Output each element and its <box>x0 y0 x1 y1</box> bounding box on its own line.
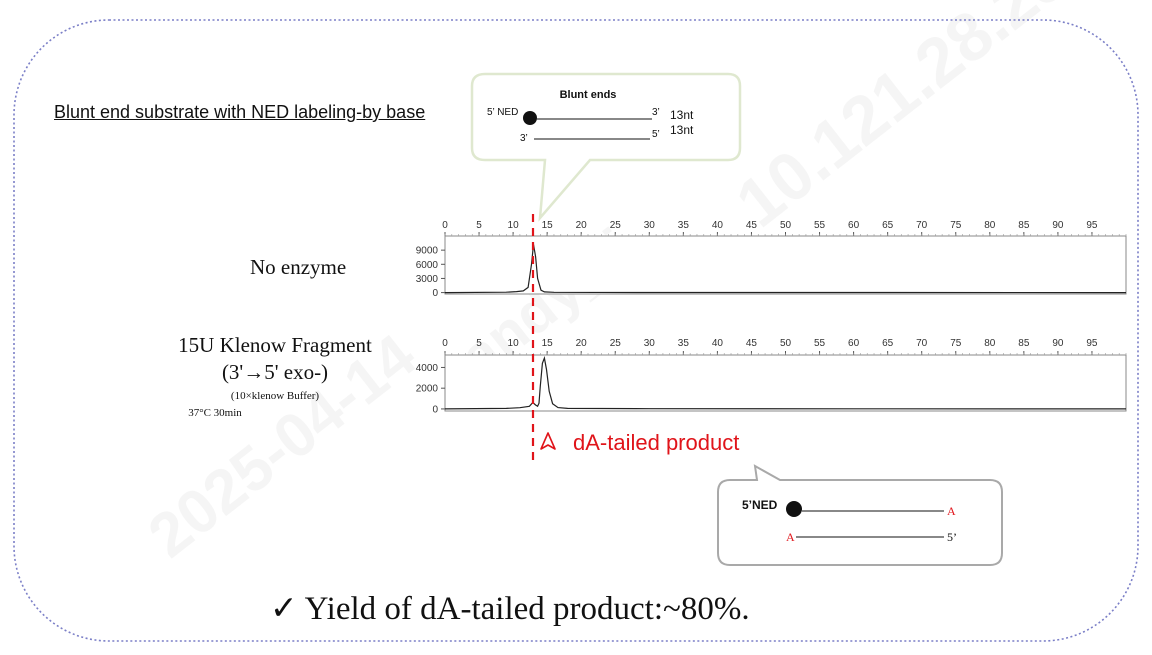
chart2-x-tick-label: 45 <box>746 338 758 349</box>
chart1-x-tick-label: 90 <box>1052 220 1064 231</box>
product-arrow-icon <box>540 432 556 450</box>
dA-tailed-product-label: dA-tailed product <box>573 430 740 455</box>
chart2-trace <box>444 355 1127 410</box>
chart1-x-tick-label: 70 <box>916 220 928 231</box>
ned-label-dot <box>523 111 537 125</box>
chart2-x-tick-label: 50 <box>780 338 792 349</box>
product-bottom-5prime: 5’ <box>947 530 957 544</box>
chart2-x-tick-label: 20 <box>576 338 588 349</box>
chart1-x-tick-label: 0 <box>442 220 448 231</box>
chart1-x-tick-label: 15 <box>542 220 554 231</box>
chart2-x-tick-label: 30 <box>644 338 656 349</box>
chart1-x-tick-label: 85 <box>1018 220 1030 231</box>
slide-frame <box>13 19 1139 642</box>
chart2-x-axis: 0 5 10 15 20 25 30 35 40 45 50 55 60 65 70 75 80 85 90 95 <box>442 338 1127 355</box>
chart1-x-tick-label: 60 <box>848 220 860 231</box>
product-ned-dot <box>786 501 802 517</box>
chromatogram-no-enzyme: 0 5 10 15 20 25 30 35 40 45 50 55 60 65 70 75 80 85 90 95 0… <box>416 220 1127 299</box>
chart1-x-tick-label: 10 <box>508 220 520 231</box>
chart1-x-axis: 0 5 10 15 20 25 30 35 40 45 50 55 60 65 70 75 80 85 90 95 <box>442 220 1127 236</box>
bottom-strand-5prime: 5’ <box>652 129 660 140</box>
chart1-x-tick-label: 50 <box>780 220 792 231</box>
chart2-x-tick-label: 60 <box>848 338 860 349</box>
chart2-x-tick-label: 65 <box>882 338 894 349</box>
klenow-condition-block: 15U Klenow Fragment (3'→5' exo-) (10×kle… <box>150 332 400 420</box>
chart2-x-tick-label: 15 <box>542 338 554 349</box>
chart2-y-axis: 0 2000 4000 <box>416 363 445 415</box>
chart2-x-tick-label: 35 <box>678 338 690 349</box>
chart2-x-tick-label: 95 <box>1086 338 1098 349</box>
chart1-x-tick-label: 20 <box>576 220 588 231</box>
chart1-x-tick-label: 80 <box>984 220 996 231</box>
chart2-x-tick-label: 90 <box>1052 338 1064 349</box>
klenow-buffer: (10×klenow Buffer) <box>230 390 320 402</box>
chart1-y-tick-label: 6000 <box>416 260 439 271</box>
chart1-x-tick-label: 75 <box>950 220 962 231</box>
chart1-x-tick-label: 40 <box>712 220 724 231</box>
klenow-temperature: 37°C 30min <box>188 407 242 419</box>
blunt-ends-callout: Blunt ends 5’ NED 3’ 13nt 3’ 5’ 13nt <box>470 72 742 222</box>
product-top-a-overhang: A <box>947 504 956 518</box>
chart1-x-tick-label: 55 <box>814 220 826 231</box>
blunt-ends-title: Blunt ends <box>560 89 617 101</box>
chart2-x-tick-label: 85 <box>1018 338 1030 349</box>
chart1-frame <box>444 235 1127 295</box>
chart2-frame <box>444 354 1127 412</box>
product-ned-label: 5’NED <box>742 498 778 512</box>
chart2-x-tick-label: 40 <box>712 338 724 349</box>
svg-text:10.121.28.230: 10.121.28.230 <box>722 0 1111 242</box>
chart1-trace <box>444 244 1127 294</box>
chart2-x-tick-label: 10 <box>508 338 520 349</box>
chart2-y-tick-label: 0 <box>432 404 438 415</box>
chart2-y-tick-label: 4000 <box>416 363 439 374</box>
chart1-x-tick-label: 25 <box>610 220 622 231</box>
chart1-x-tick-label: 65 <box>882 220 894 231</box>
substrate-heading: Blunt end substrate with NED labeling-by… <box>54 102 426 122</box>
chart2-x-tick-label: 70 <box>916 338 928 349</box>
chart1-x-tick-label: 45 <box>746 220 758 231</box>
product-bottom-a-overhang: A <box>786 530 795 544</box>
chart1-y-axis: 0 3000 6000 9000 <box>416 246 445 299</box>
top-strand-length: 13nt <box>670 108 694 122</box>
chromatogram-klenow: 0 5 10 15 20 25 30 35 40 45 50 55 60 65 70 75 80 85 90 95 0… <box>416 338 1127 415</box>
product-callout: 5’NED A A 5’ <box>717 464 1003 566</box>
chart2-x-tick-label: 55 <box>814 338 826 349</box>
chart2-x-tick-label: 75 <box>950 338 962 349</box>
chart1-y-tick-label: 3000 <box>416 274 439 285</box>
bottom-strand-3prime: 3’ <box>520 133 528 144</box>
top-strand-3prime: 3’ <box>652 107 660 118</box>
chart1-y-tick-label: 9000 <box>416 246 439 257</box>
chart2-x-tick-label: 80 <box>984 338 996 349</box>
klenow-line2: (3'→5' exo-) <box>221 360 329 384</box>
chart1-x-tick-label: 5 <box>476 220 482 231</box>
chart2-x-tick-label: 0 <box>442 338 448 349</box>
yield-statement: ✓ Yield of dA-tailed product:~80%. <box>270 591 750 627</box>
bottom-strand-length: 13nt <box>670 123 694 137</box>
chart1-x-tick-label: 35 <box>678 220 690 231</box>
chart2-x-tick-label: 5 <box>476 338 482 349</box>
chart1-y-tick-label: 0 <box>432 288 438 299</box>
chart1-x-tick-label: 95 <box>1086 220 1098 231</box>
chart2-y-tick-label: 2000 <box>416 384 439 395</box>
chart1-x-tick-label: 30 <box>644 220 656 231</box>
ned-5prime-label: 5’ NED <box>487 107 518 118</box>
chart2-x-tick-label: 25 <box>610 338 622 349</box>
no-enzyme-label: No enzyme <box>250 255 347 279</box>
klenow-line1: 15U Klenow Fragment <box>178 333 372 357</box>
